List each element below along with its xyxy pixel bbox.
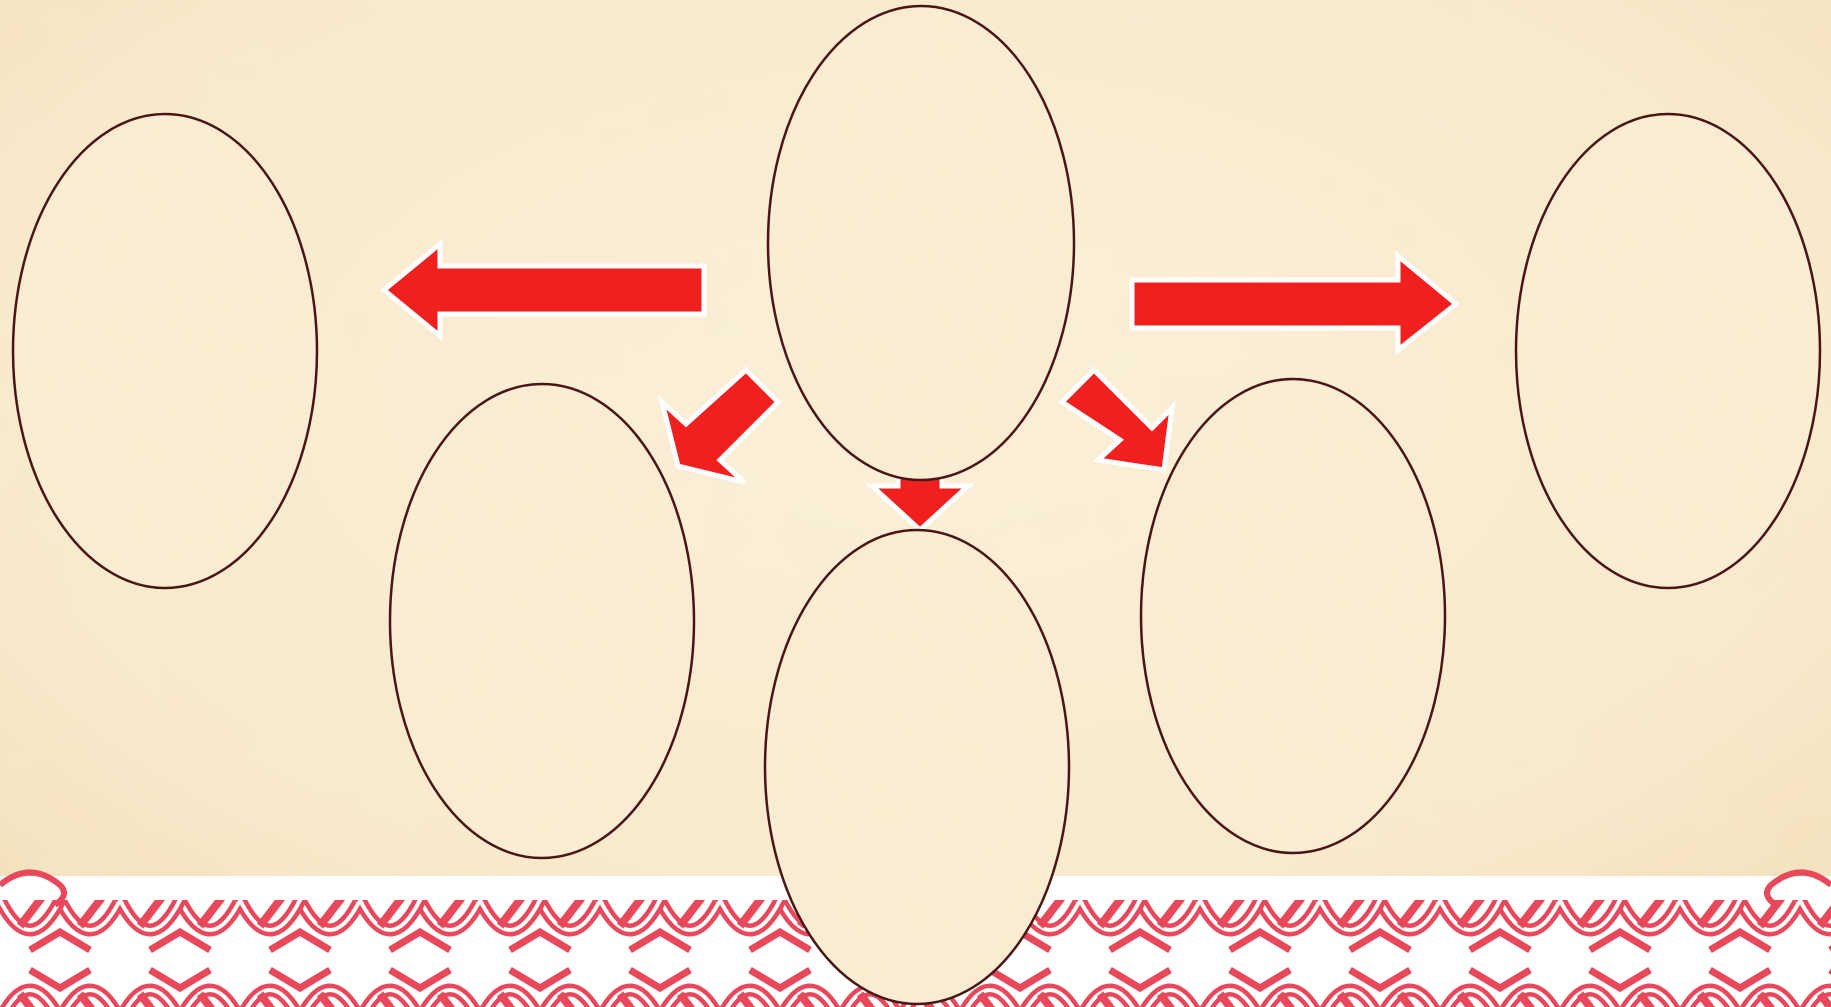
node-lower-right bbox=[1139, 377, 1447, 855]
arrow-down-left bbox=[657, 366, 782, 485]
node-lower-left bbox=[388, 382, 696, 860]
arrow-right bbox=[1129, 250, 1460, 356]
arrow-left bbox=[380, 238, 707, 342]
node-left-far bbox=[11, 112, 319, 590]
node-right-far bbox=[1514, 112, 1822, 590]
arrow-down-right bbox=[1058, 366, 1176, 473]
node-center bbox=[766, 4, 1076, 482]
node-bottom-center bbox=[763, 528, 1071, 1006]
